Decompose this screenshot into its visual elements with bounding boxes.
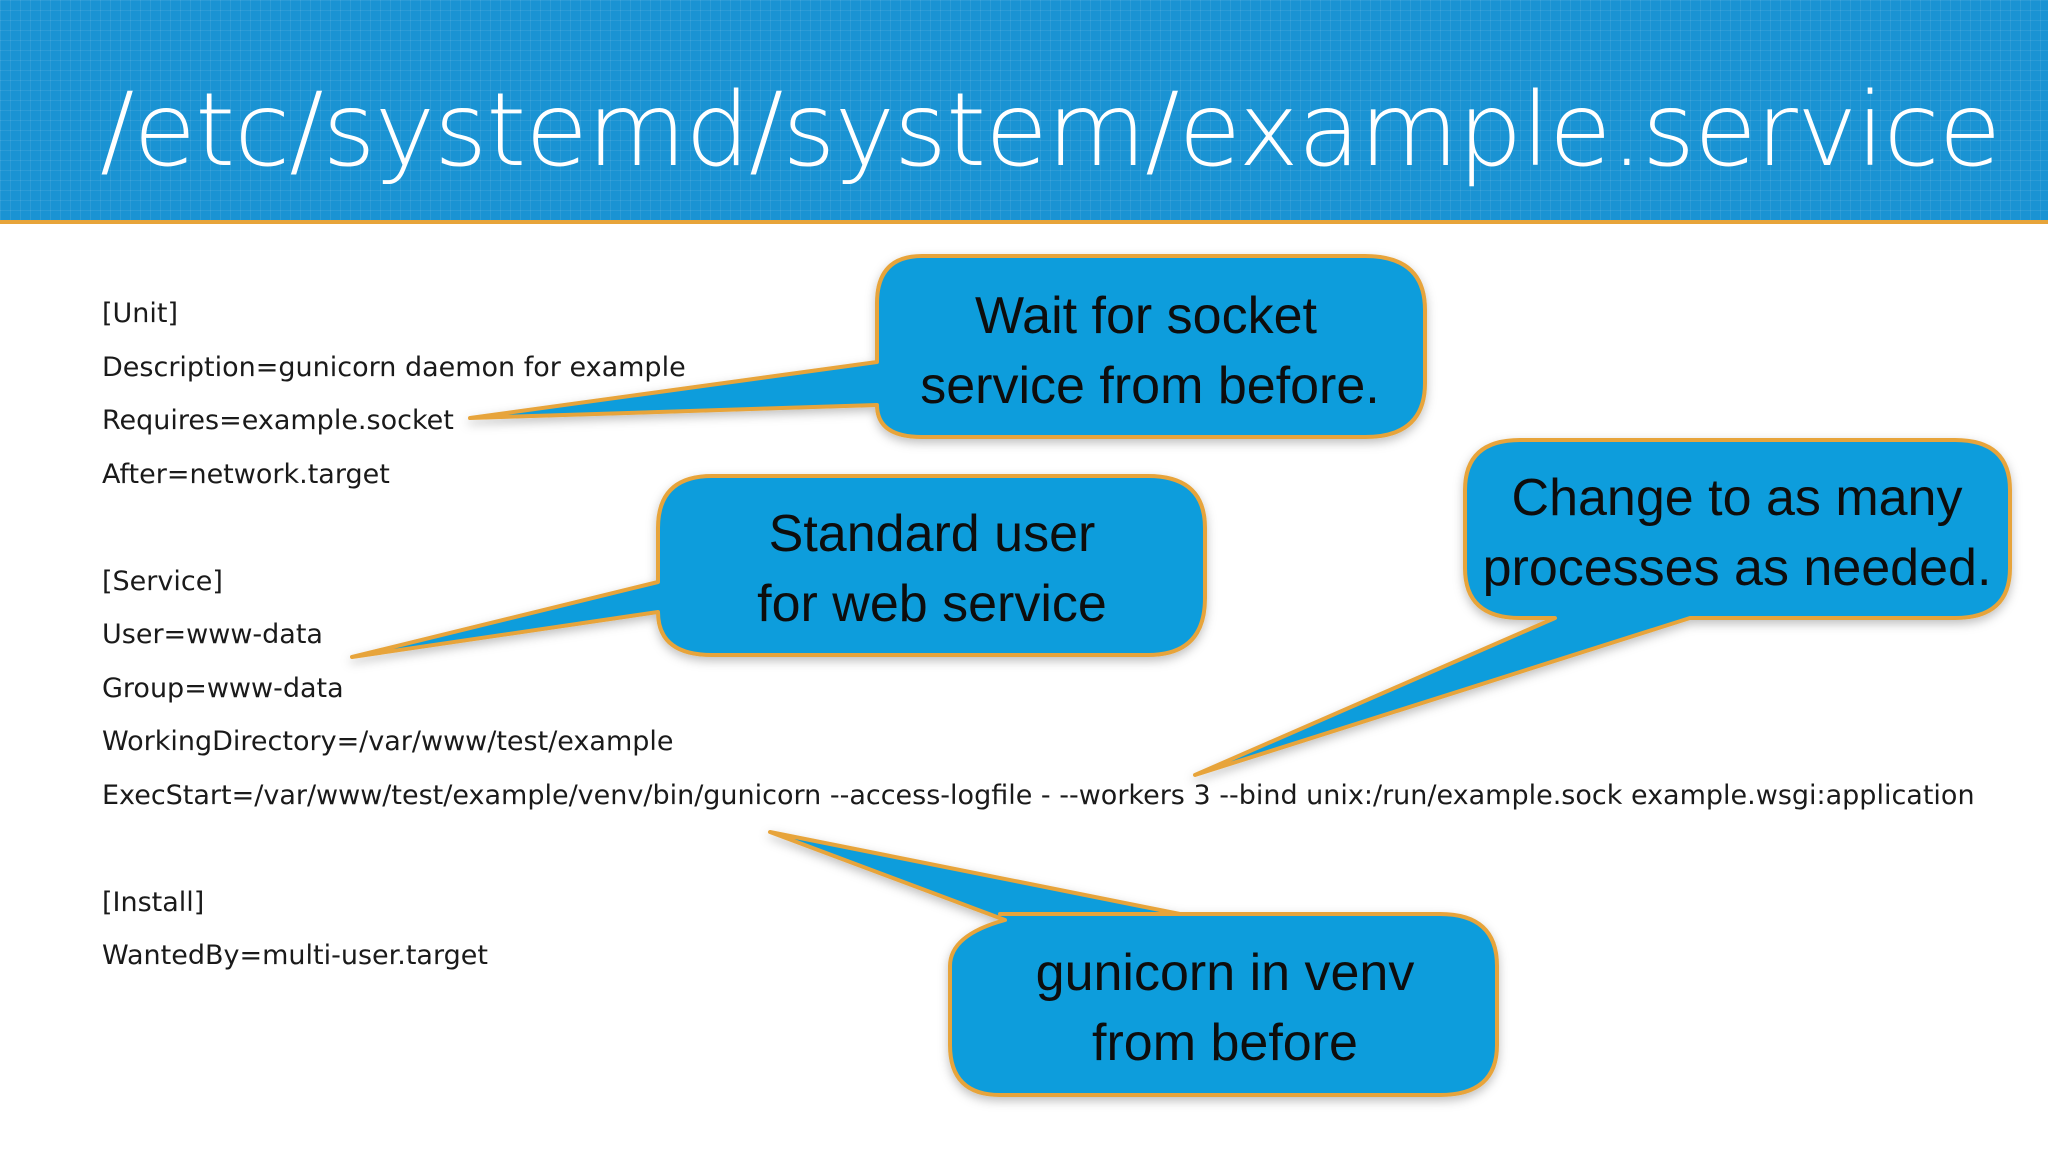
callout-venv-line2: from before — [1092, 1014, 1358, 1072]
code-line-description: Description=gunicorn daemon for example — [102, 351, 686, 383]
code-line-execstart: ExecStart=/var/www/test/example/venv/bin… — [102, 779, 1975, 811]
code-line-working-directory: WorkingDirectory=/var/www/test/example — [102, 726, 674, 757]
code-line-requires: Requires=example.socket — [102, 405, 454, 436]
code-line-unit-section: [Unit] — [102, 298, 179, 329]
callout-socket-line2: service from before. — [920, 357, 1380, 415]
callout-gunicorn-venv: gunicorn in venv from before — [768, 830, 1499, 1097]
service-file-listing: [Unit] Description=gunicorn daemon for e… — [102, 295, 1975, 991]
code-line-install-section: [Install] — [102, 886, 205, 918]
callout-workers-line1: Change to as many — [1512, 469, 1963, 527]
code-line-user: User=www-data — [102, 619, 323, 650]
callout-wait-for-socket: Wait for socket service from before. — [468, 254, 1427, 439]
callout-user-line2: for web service — [757, 575, 1107, 633]
code-line-wantedby: WantedBy=multi-user.target — [102, 940, 488, 971]
callout-change-workers: Change to as many processes as needed. — [1193, 438, 2012, 777]
code-line-service-section: [Service] — [102, 565, 223, 597]
callout-user-line1: Standard user — [769, 505, 1096, 563]
header-banner: /etc/systemd/system/example.service — [0, 0, 2048, 224]
slide-title: /etc/systemd/system/example.service — [100, 71, 2001, 190]
code-line-after: After=network.target — [102, 458, 390, 490]
callout-standard-user: Standard user for web service — [350, 474, 1207, 659]
callout-workers-line2: processes as needed. — [1483, 539, 1992, 597]
callout-socket-line1: Wait for socket — [975, 287, 1317, 345]
code-line-group: Group=www-data — [102, 672, 344, 704]
callout-venv-line1: gunicorn in venv — [1036, 944, 1415, 1002]
